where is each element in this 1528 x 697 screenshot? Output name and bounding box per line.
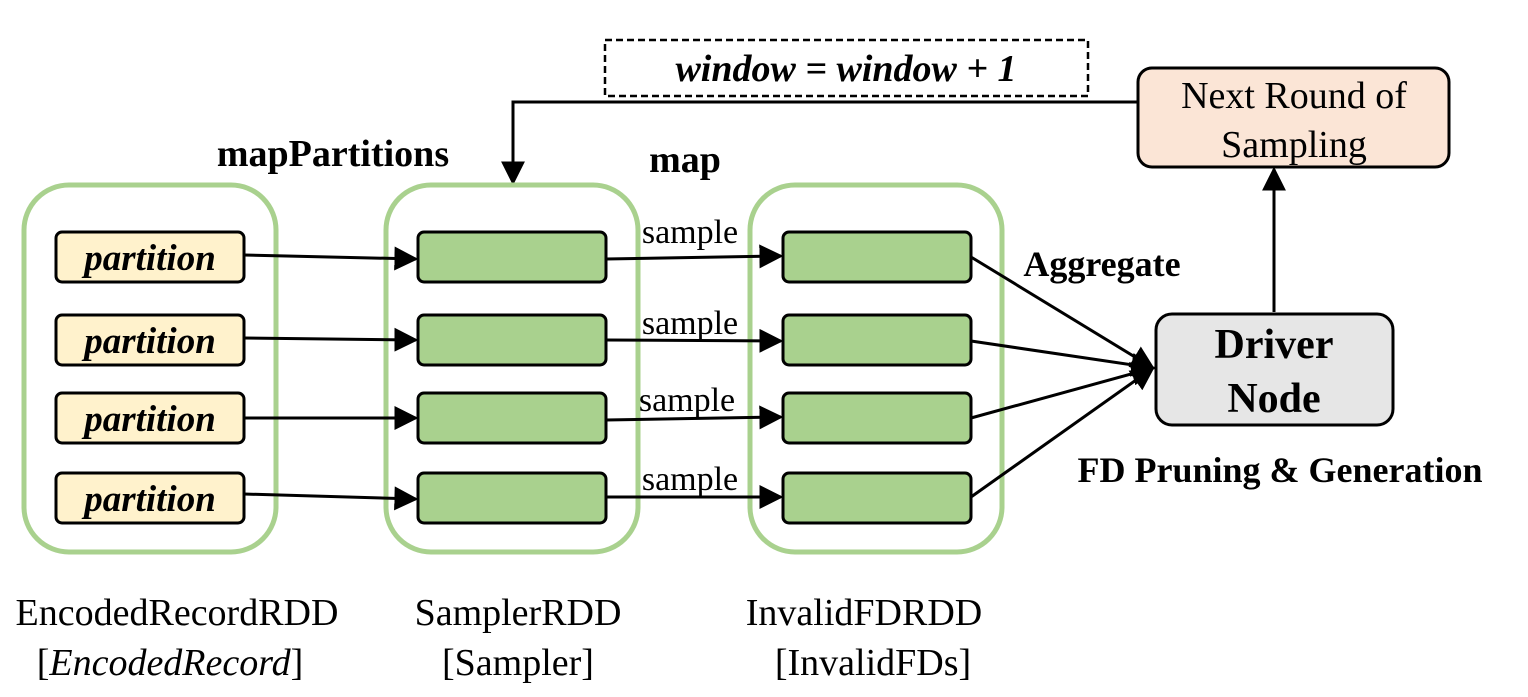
sample-arrow (605, 244, 784, 269)
partition-box: partition (54, 471, 246, 525)
sampler-rdd-name: SamplerRDD (415, 592, 622, 634)
partition-label: partition (81, 238, 216, 279)
next-round-box: Next Round of Sampling (1136, 66, 1451, 169)
bracket-close: ] (291, 642, 304, 684)
encoded-record-rdd-name: EncodedRecordRDD (16, 592, 339, 634)
encoded-record-rdd-type: [EncodedRecord] (37, 642, 304, 684)
invalid-fd-rdd-container (747, 182, 1005, 555)
encoded-record-rdd-container (21, 182, 279, 555)
map-partitions-arrow (243, 246, 419, 271)
partition-box: partition (54, 391, 246, 445)
partition-label: partition (81, 321, 216, 362)
sample-label: sample (642, 461, 738, 498)
sampler-task (416, 230, 608, 284)
driver-line1: Driver (1215, 322, 1334, 368)
invalid-fd-task (781, 471, 973, 525)
partition-box: partition (54, 313, 246, 367)
invalid-fd-rdd-name: InvalidFDRDD (746, 592, 982, 634)
map-partitions-arrow (243, 486, 419, 511)
sample-arrow (605, 328, 784, 353)
next-round-line1: Next Round of (1181, 75, 1407, 117)
sample-label: sample (642, 305, 738, 342)
aggregate-arrow (970, 366, 1155, 499)
sampler-task (416, 471, 608, 525)
sample-label: sample (642, 214, 738, 251)
next-round-line2: Sampling (1221, 124, 1367, 166)
aggregate-arrow (970, 362, 1156, 420)
invalid-fd-rdd-type: [InvalidFDs] (775, 642, 971, 684)
driver-line2: Node (1227, 376, 1320, 422)
driver-node: Driver Node (1154, 312, 1395, 427)
partition-label: partition (81, 399, 216, 440)
feedback-arrow (501, 100, 1138, 186)
partition-box: partition (54, 230, 246, 284)
window-update-box: window = window + 1 (603, 38, 1090, 98)
fd-pruning-label: FD Pruning & Generation (1078, 450, 1483, 490)
sample-label: sample (639, 382, 735, 419)
invalid-fd-task (781, 391, 973, 445)
sample-arrow (605, 405, 784, 430)
window-update-label: window = window + 1 (675, 48, 1016, 90)
invalid-fd-task (781, 313, 973, 367)
bracket-open: [ (37, 642, 50, 684)
aggregate-label: Aggregate (1023, 244, 1180, 284)
partition-label: partition (81, 479, 216, 520)
aggregate-arrow (970, 255, 1156, 370)
sampler-task (416, 313, 608, 367)
encoded-record-type-name: EncodedRecord (48, 642, 291, 684)
aggregate-arrow (970, 339, 1156, 377)
sampler-rdd-type: [Sampler] (442, 642, 594, 684)
map-label: map (649, 139, 721, 181)
sampler-task (416, 391, 608, 445)
invalid-fd-task (781, 230, 973, 284)
map-partitions-label: mapPartitions (217, 133, 449, 175)
sampler-rdd-container (383, 182, 641, 555)
map-partitions-arrow (243, 327, 419, 352)
